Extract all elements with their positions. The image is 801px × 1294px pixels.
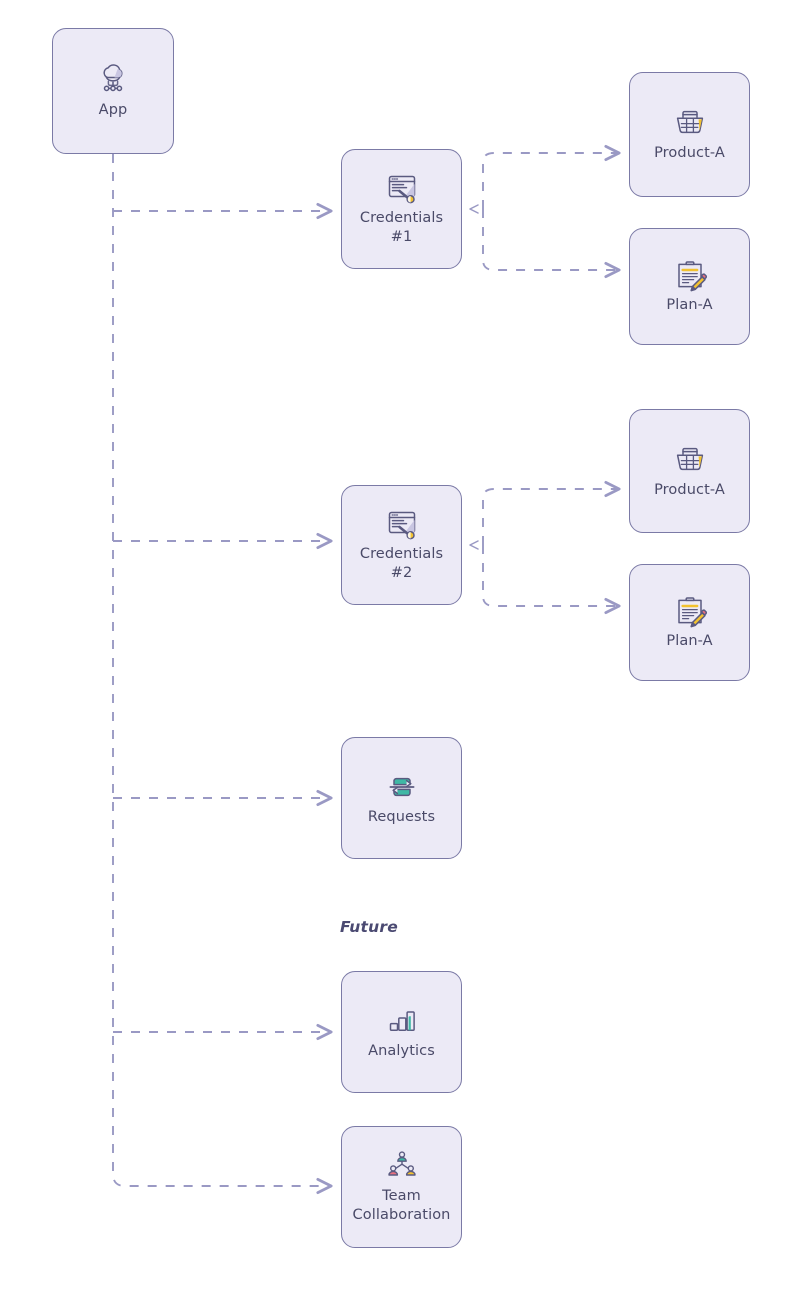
- node-team-collaboration[interactable]: Team Collaboration: [341, 1126, 462, 1248]
- node-plan-a-2-label: Plan-A: [666, 633, 713, 650]
- node-team-collaboration-label: Team Collaboration: [352, 1188, 451, 1223]
- node-requests-label: Requests: [367, 808, 436, 825]
- node-product-a-1-label: Product-A: [654, 145, 725, 162]
- node-analytics[interactable]: Analytics: [341, 971, 462, 1093]
- node-plan-a-1[interactable]: Plan-A: [629, 228, 750, 345]
- node-product-a-1[interactable]: Product-A: [629, 72, 750, 197]
- node-app-label: App: [98, 101, 128, 118]
- node-plan-a-2[interactable]: Plan-A: [629, 564, 750, 681]
- node-product-a-2-label: Product-A: [654, 481, 725, 498]
- node-credentials-2-label: Credentials #2: [359, 546, 444, 581]
- node-credentials-2[interactable]: Credentials #2: [341, 485, 462, 605]
- clipboard-pen-icon: [673, 258, 707, 292]
- cloud-network-icon: [96, 63, 130, 97]
- browser-key-icon: [385, 171, 419, 205]
- browser-key-icon: [385, 507, 419, 541]
- node-product-a-2[interactable]: Product-A: [629, 409, 750, 533]
- node-app[interactable]: App: [52, 28, 174, 154]
- clipboard-pen-icon: [673, 594, 707, 628]
- sync-arrows-icon: [385, 770, 419, 804]
- basket-icon: [673, 106, 707, 140]
- section-label-future: Future: [340, 918, 398, 936]
- node-analytics-label: Analytics: [368, 1042, 435, 1059]
- bar-chart-icon: [385, 1004, 419, 1038]
- node-credentials-1-label: Credentials #1: [359, 210, 444, 245]
- basket-icon: [673, 443, 707, 477]
- node-credentials-1[interactable]: Credentials #1: [341, 149, 462, 269]
- team-people-icon: [385, 1149, 419, 1183]
- node-plan-a-1-label: Plan-A: [666, 297, 713, 314]
- node-requests[interactable]: Requests: [341, 737, 462, 859]
